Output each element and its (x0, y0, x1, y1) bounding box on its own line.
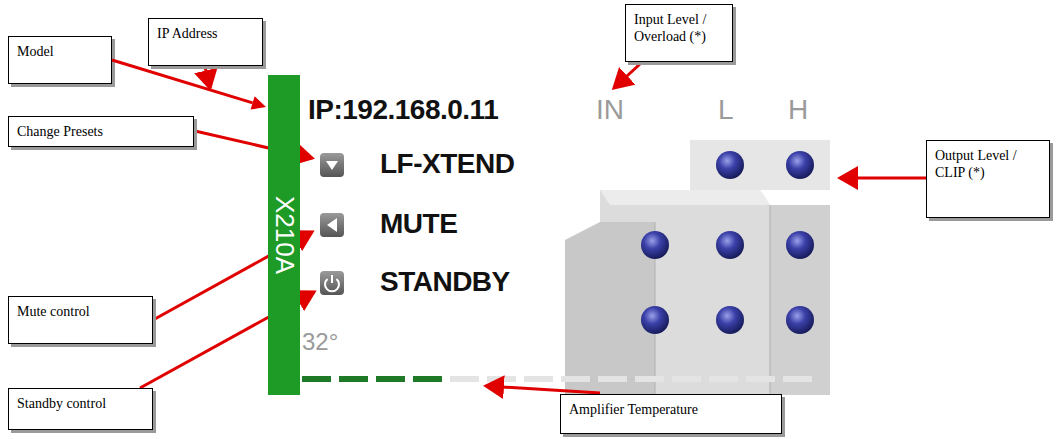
speaker-cabinets (565, 140, 830, 395)
mute-button (320, 213, 344, 237)
callout-box: Model (8, 36, 112, 84)
standby-button (320, 271, 344, 295)
callout-box: Mute control (8, 296, 153, 344)
pointer-arrow (112, 60, 266, 110)
callout-box: Output Level / CLIP (*) (926, 140, 1050, 218)
temperature-bar (302, 376, 812, 382)
ip-text: IP:192.168.0.11 (308, 94, 498, 126)
temperature-segment (450, 376, 479, 382)
temperature-segment (376, 376, 405, 382)
model-name: X210A (269, 196, 300, 274)
temperature-segment (635, 376, 664, 382)
temperature-segment (598, 376, 627, 382)
callout-text: Output Level / CLIP (*) (935, 147, 1041, 181)
temperature-segment (339, 376, 368, 382)
mute-text: MUTE (380, 208, 457, 240)
temperature-segment (524, 376, 553, 382)
channel-label: L (718, 94, 734, 126)
callout-text: Change Presets (17, 123, 185, 140)
callout-text: Amplifier Temperature (569, 401, 773, 418)
temperature-value: 32° (302, 328, 338, 356)
callout-box: Input Level / Overload (*) (625, 4, 733, 62)
temperature-segment (561, 376, 590, 382)
callout-text: Input Level / Overload (*) (634, 11, 724, 45)
temperature-segment (413, 376, 442, 382)
temperature-segment (672, 376, 701, 382)
callout-box: Standby control (8, 388, 153, 430)
screen-ground (300, 75, 830, 395)
callout-box: Amplifier Temperature (560, 394, 782, 434)
callout-text: Model (17, 43, 103, 60)
temperature-segment (746, 376, 775, 382)
preset-button (320, 153, 344, 177)
temperature-segment (302, 376, 331, 382)
preset-name: LF-XTEND (380, 148, 514, 180)
level-dots (641, 151, 814, 334)
callout-text: Mute control (17, 303, 144, 320)
input-label: IN (596, 94, 624, 126)
channel-label: H (788, 94, 808, 126)
callout-box: Change Presets (8, 116, 194, 147)
temperature-segment (709, 376, 738, 382)
leader-arrows (140, 64, 926, 393)
standby-text: STANDBY (380, 266, 510, 298)
temperature-segment (783, 376, 812, 382)
temperature-segment (487, 376, 516, 382)
callout-text: Standby control (17, 395, 144, 412)
model-band: X210A (268, 75, 300, 395)
callout-box: IP Address (148, 18, 263, 66)
callout-text: IP Address (157, 25, 254, 42)
